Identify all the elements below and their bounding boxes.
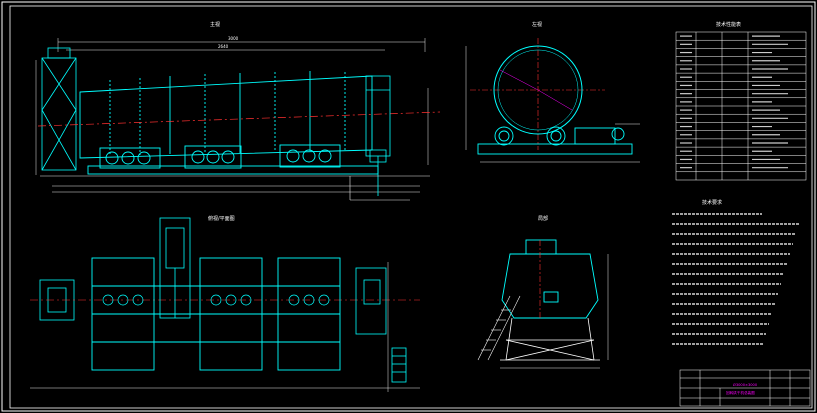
side-view-title: 左视 — [532, 21, 542, 28]
side-support-rollers — [477, 126, 633, 155]
support-rollers — [87, 144, 379, 175]
main-view: 主视 3000 2640 — [35, 21, 441, 201]
access-ladder — [477, 295, 521, 361]
base-foundation — [40, 175, 430, 201]
side-view-radials — [499, 69, 573, 111]
feed-tower — [41, 47, 77, 171]
notes-text-lines — [672, 213, 799, 345]
plan-view-title: 俯视/平面图 — [208, 215, 235, 222]
spec-table-grid — [675, 31, 807, 181]
spec-table: 技术性能表 — [675, 21, 807, 181]
plan-drive-unit — [159, 217, 191, 319]
plan-roller-frames — [91, 257, 341, 371]
plan-dimensions — [30, 262, 420, 392]
side-view-centerlines — [470, 38, 605, 150]
plan-discharge — [355, 267, 407, 383]
drawing-name-line-2: 回转烘干机总装图 — [726, 390, 755, 395]
title-block-grid — [679, 369, 811, 407]
drawing-name-line-1: Ø3000×3000 — [733, 382, 758, 387]
plan-roller-circles — [102, 294, 330, 306]
side-view: 左视 — [465, 21, 640, 163]
plan-view: 俯视/平面图 — [30, 215, 420, 392]
spec-table-title: 技术性能表 — [716, 21, 741, 28]
drum-end-circle — [493, 45, 583, 135]
hopper-body — [501, 239, 599, 319]
hopper-support-legs — [500, 317, 600, 361]
section-dimensions — [500, 254, 609, 369]
discharge-hood — [365, 75, 391, 196]
notes-title: 技术要求 — [702, 199, 722, 206]
main-view-dimensions — [35, 38, 429, 193]
title-block: Ø3000×3000 回转烘干机总装图 — [679, 369, 811, 407]
overall-length-label: 3000 — [228, 36, 239, 41]
notes-block: 技术要求 — [672, 199, 799, 345]
drum-length-label: 2640 — [218, 44, 229, 49]
section-view-title: 局部 — [538, 215, 548, 222]
main-view-title: 主视 — [210, 21, 220, 28]
drum-centerline — [37, 111, 441, 127]
section-view: 局部 — [477, 215, 609, 369]
side-view-dimensions — [465, 46, 640, 163]
